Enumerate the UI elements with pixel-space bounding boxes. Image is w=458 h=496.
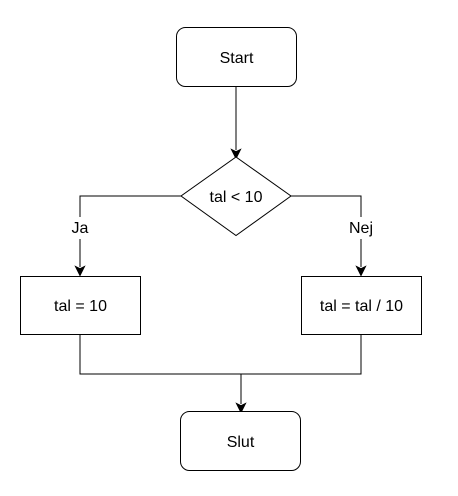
connectors [74, 87, 367, 414]
end-terminator [180, 411, 301, 471]
decision-node: tal < 10 [180, 156, 292, 237]
no-branch-label: Nej [349, 220, 373, 237]
yes-process-box [20, 276, 141, 335]
start-node: Start [176, 27, 297, 87]
yes-branch-label-group: Ja [66, 217, 94, 239]
yes-process-label: tal = 10 [54, 298, 107, 315]
arrowhead-start-to-decision [230, 148, 242, 160]
end-node: Slut [180, 411, 301, 471]
no-process-box [301, 276, 422, 335]
no-process-node: tal = tal / 10 [301, 276, 422, 335]
yes-process-node: tal = 10 [20, 276, 141, 335]
arrowhead-decision-to-yes [74, 265, 86, 277]
arrowhead-merge-to-end [235, 402, 247, 414]
no-branch-label-group: Nej [344, 217, 378, 239]
start-label: Start [220, 50, 254, 67]
edge-decision-to-no [291, 195, 362, 267]
start-terminator [176, 27, 297, 87]
yes-branch-label: Ja [72, 220, 89, 237]
decision-diamond [180, 156, 292, 237]
no-process-label: tal = tal / 10 [320, 298, 403, 315]
end-label: Slut [227, 434, 255, 451]
arrowhead-decision-to-no [355, 265, 367, 277]
decision-label: tal < 10 [210, 189, 263, 206]
edge-yes-to-merge [79, 335, 362, 375]
edge-decision-to-yes [79, 195, 181, 267]
